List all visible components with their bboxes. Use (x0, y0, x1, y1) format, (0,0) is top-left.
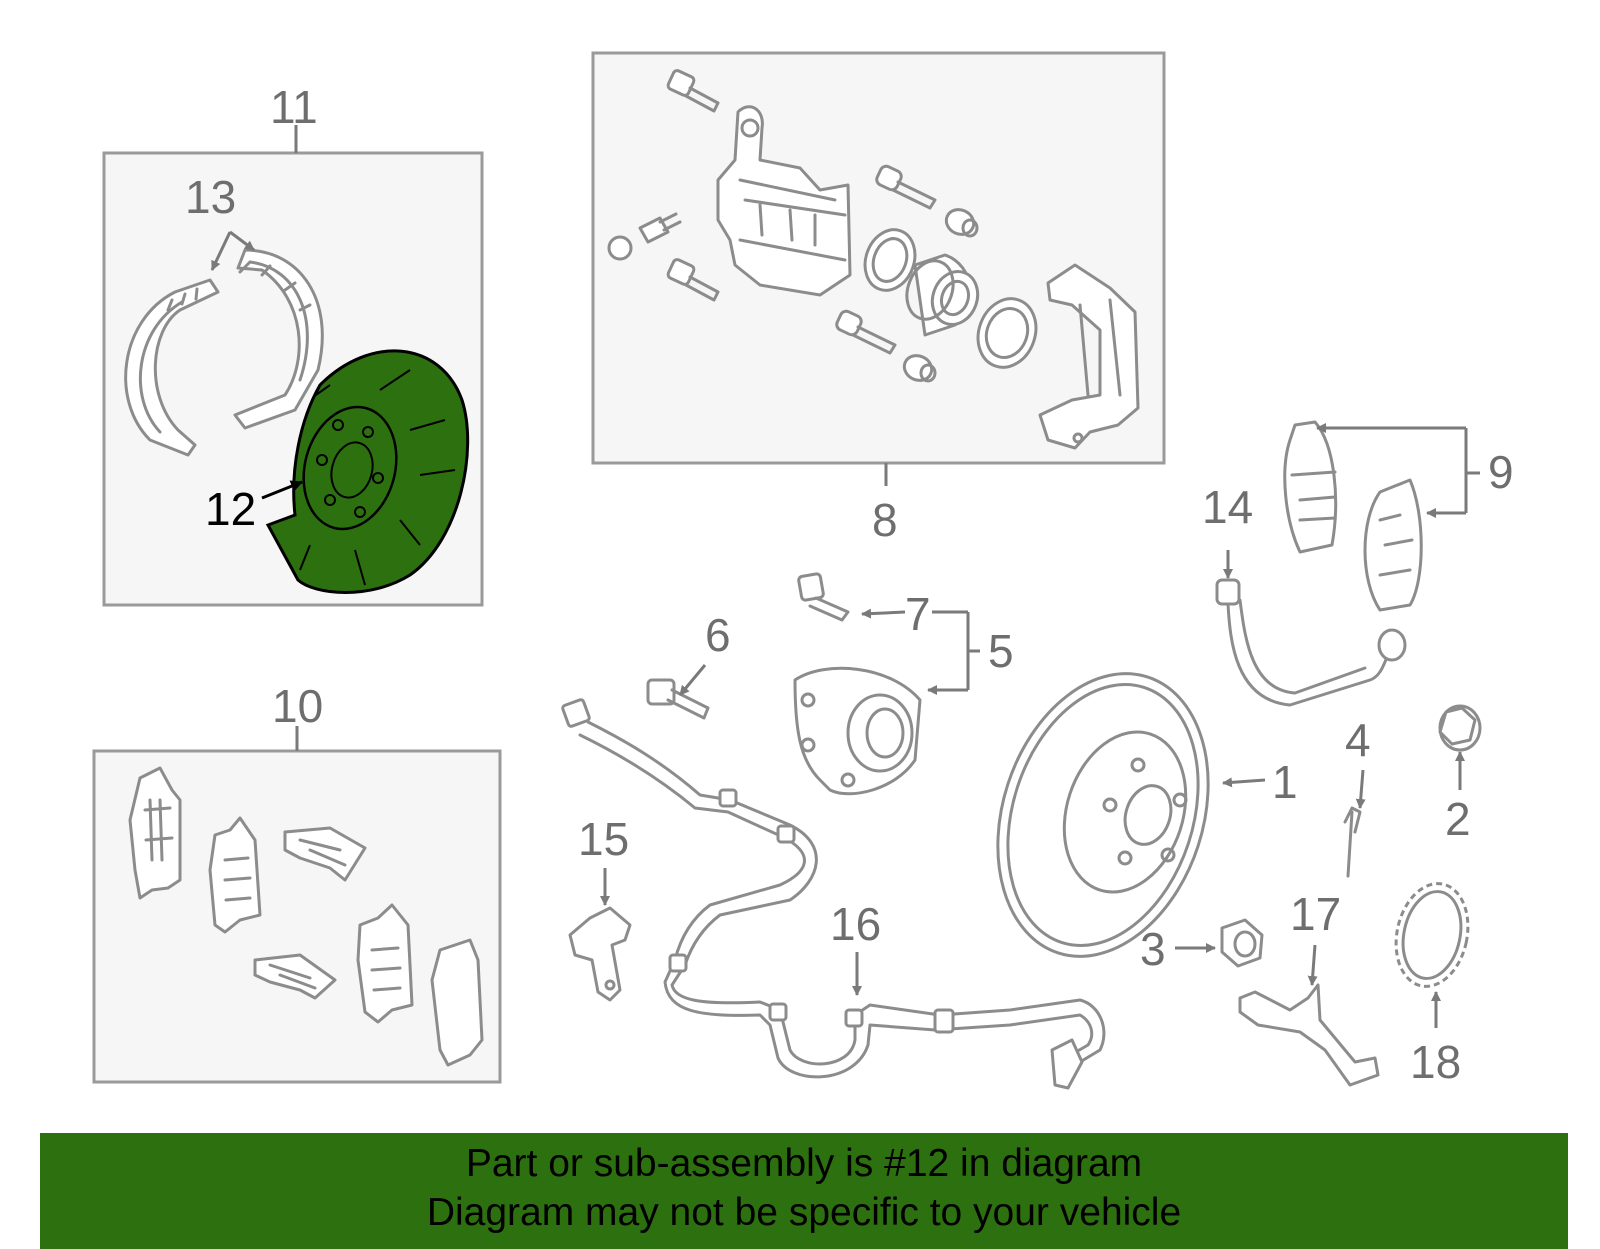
sensor-bracket[interactable] (568, 906, 632, 1002)
callout-4[interactable]: 4 (1345, 714, 1371, 766)
dust-cap[interactable] (1438, 704, 1482, 752)
callout-14[interactable]: 14 (1202, 481, 1253, 533)
shim-1[interactable] (128, 766, 182, 900)
brake-shoe-right[interactable] (233, 248, 324, 430)
callout-1[interactable]: 1 (1272, 756, 1298, 808)
callout-12[interactable]: 12 (205, 483, 256, 535)
guide-pin-lower[interactable] (835, 309, 897, 355)
guide-boot-upper[interactable] (942, 205, 979, 239)
bleeder-screw[interactable] (607, 212, 682, 261)
caliper-housing[interactable] (716, 105, 852, 297)
callout-7[interactable]: 7 (905, 588, 931, 640)
callout-9[interactable]: 9 (1488, 446, 1514, 498)
brake-pad-outer[interactable] (1363, 478, 1423, 612)
callout-16[interactable]: 16 (830, 898, 881, 950)
banner-line-2: Diagram may not be specific to your vehi… (426, 1191, 1182, 1234)
hose-bracket[interactable] (1238, 983, 1380, 1087)
caliper-piston[interactable] (899, 253, 985, 337)
shim-3[interactable] (356, 903, 414, 1024)
banner-line-1: Part or sub-assembly is #12 in diagram (465, 1142, 1143, 1185)
brake-shoe-left[interactable] (124, 278, 220, 457)
callout-15[interactable]: 15 (578, 813, 629, 865)
wheel-hub-bearing[interactable] (793, 666, 922, 796)
caliper-bolt-upper[interactable] (666, 69, 720, 113)
callout-8[interactable]: 8 (872, 494, 898, 546)
abs-sensor-harness[interactable] (561, 698, 1106, 1090)
axle-nut-bolt-6[interactable] (646, 678, 710, 720)
callout-17[interactable]: 17 (1290, 888, 1341, 940)
clip-1[interactable] (283, 826, 367, 882)
hub-nut[interactable] (1220, 918, 1264, 968)
piston-boot[interactable] (969, 291, 1046, 376)
callout-13[interactable]: 13 (185, 171, 236, 223)
guide-boot-lower[interactable] (900, 351, 937, 385)
callout-10[interactable]: 10 (272, 680, 323, 732)
guide-pin-upper[interactable] (875, 164, 937, 210)
callout-11[interactable]: 11 (270, 81, 318, 133)
clip-2[interactable] (253, 953, 337, 1000)
dust-shield-12[interactable] (265, 349, 470, 594)
callout-2[interactable]: 2 (1445, 793, 1471, 845)
piston-seal[interactable] (857, 223, 923, 298)
hub-bolt-7[interactable] (797, 572, 850, 622)
callout-6[interactable]: 6 (705, 609, 731, 661)
brake-rotor[interactable] (963, 646, 1243, 984)
shim-4[interactable] (430, 938, 484, 1067)
callout-3[interactable]: 3 (1140, 923, 1166, 975)
callout-5[interactable]: 5 (988, 625, 1014, 677)
brake-pad-inner[interactable] (1283, 420, 1338, 554)
caliper-bracket[interactable] (1038, 263, 1140, 450)
caliper-bolt-lower[interactable] (666, 258, 720, 302)
callout-18[interactable]: 18 (1410, 1036, 1461, 1088)
brake-hose[interactable] (1215, 578, 1407, 707)
shim-2[interactable] (208, 816, 262, 934)
info-banner: Part or sub-assembly is #12 in diagram D… (40, 1133, 1568, 1249)
abs-tone-ring[interactable] (1387, 877, 1477, 993)
cotter-clip[interactable] (1343, 806, 1362, 878)
